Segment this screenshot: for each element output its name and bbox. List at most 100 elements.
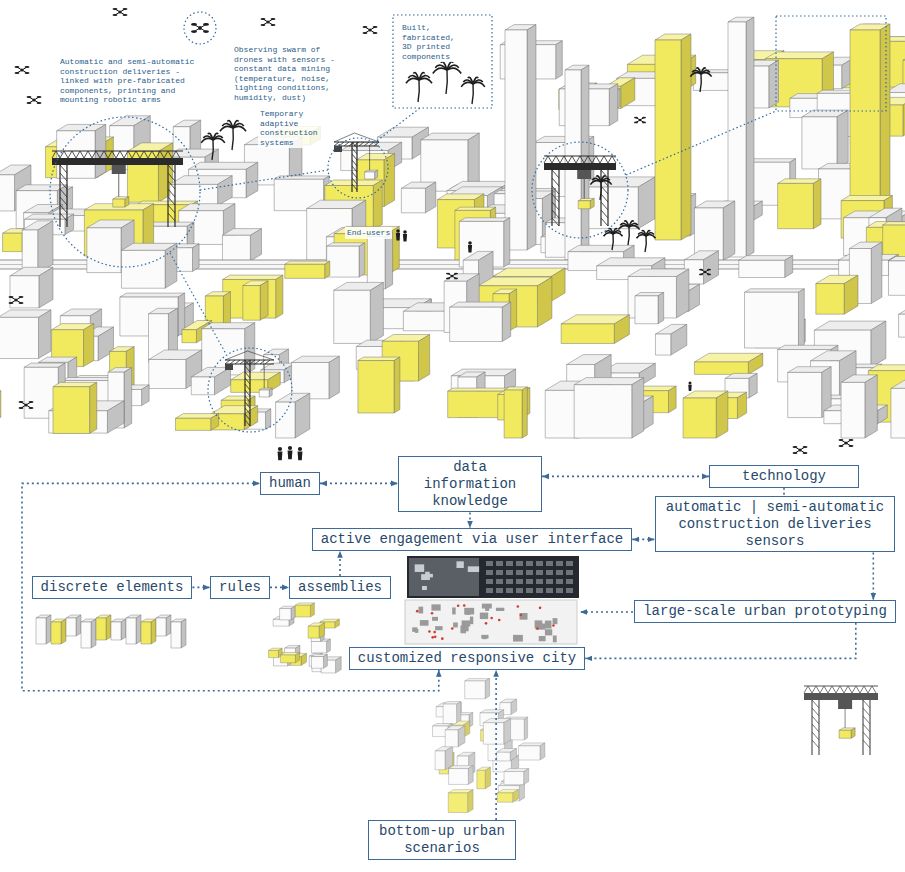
- drone-body: [704, 271, 707, 274]
- crane-strut: [29, 97, 39, 103]
- person-head: [288, 446, 292, 450]
- block-side: [310, 603, 314, 617]
- drone: [19, 401, 34, 409]
- white-block: [505, 25, 536, 250]
- palm-tree: [220, 120, 246, 150]
- block-front: [505, 30, 527, 250]
- person-figure: [468, 241, 472, 252]
- block-side: [798, 289, 804, 348]
- block-front: [57, 131, 95, 178]
- dotted-connector: [192, 587, 210, 589]
- crane-strut: [245, 384, 250, 390]
- block-side: [551, 268, 565, 302]
- block-side: [871, 321, 886, 367]
- drone-rotor: [849, 445, 854, 447]
- block-side: [165, 243, 177, 288]
- drone: [261, 18, 276, 26]
- person-body: [278, 451, 283, 460]
- crane-strut: [701, 270, 709, 275]
- person-head: [689, 382, 692, 385]
- block-top: [450, 302, 511, 307]
- person-figure: [688, 382, 692, 392]
- drone-rotor: [19, 401, 24, 403]
- crane-strut: [548, 156, 552, 163]
- block-side: [504, 719, 511, 745]
- crane-strut: [115, 9, 125, 15]
- block-side: [537, 277, 552, 327]
- crane-strut: [225, 360, 230, 364]
- block-side: [121, 619, 126, 640]
- plan-block: [435, 626, 442, 630]
- palm-frond: [233, 126, 246, 131]
- crane-strut: [868, 686, 872, 693]
- crane-strut: [144, 151, 148, 158]
- palm-frond: [629, 226, 640, 230]
- white-block: [327, 243, 365, 277]
- screen-tile: [516, 561, 523, 566]
- block-side: [785, 256, 793, 278]
- yellow-block: [141, 619, 156, 644]
- white-block: [259, 388, 272, 397]
- callout-circle: [328, 138, 388, 198]
- crane-strut: [148, 151, 152, 158]
- crane-strut: [60, 151, 64, 158]
- palm-frond: [473, 82, 485, 86]
- yellow-block: [448, 790, 473, 813]
- palm-frond: [613, 233, 623, 237]
- crane-strut: [352, 178, 357, 184]
- block-front: [53, 387, 90, 434]
- plan-dot: [428, 630, 431, 633]
- crane-strut: [701, 270, 709, 275]
- palm-frond: [227, 120, 233, 128]
- block-front: [802, 117, 837, 169]
- block-side: [716, 391, 728, 438]
- crane-strut: [608, 156, 612, 163]
- plan-dot: [463, 604, 466, 607]
- screen-tile: [566, 570, 573, 575]
- plan-block: [460, 626, 466, 634]
- palm-frond: [601, 181, 612, 185]
- screen-tile: [526, 579, 533, 584]
- drone-rotor: [839, 439, 844, 441]
- crane-strut: [552, 218, 559, 226]
- screen-tile: [566, 561, 573, 566]
- block-top: [889, 257, 905, 261]
- block-front: [450, 307, 502, 341]
- drone-rotor: [634, 117, 638, 119]
- drone-body: [14, 298, 17, 301]
- white-block: [276, 393, 310, 438]
- callout-circle: [532, 142, 628, 238]
- block-front: [788, 372, 822, 417]
- screen-tile: [496, 588, 503, 593]
- crane-strut: [812, 686, 816, 693]
- crane-strut: [601, 210, 608, 218]
- crane-strut: [552, 210, 559, 218]
- drone-rotor: [793, 452, 798, 454]
- person-body: [688, 385, 692, 391]
- plan-block: [536, 623, 546, 629]
- palm-frond: [441, 62, 447, 70]
- box-label: rules: [219, 579, 261, 596]
- box-label: automatic | semi-automatic construction …: [664, 499, 887, 549]
- crane-strut: [584, 156, 588, 163]
- plan-block: [431, 604, 440, 610]
- yellow-block: [497, 789, 518, 802]
- plan-block: [412, 627, 417, 631]
- crane-strut: [544, 156, 548, 163]
- plan-dot: [433, 631, 436, 634]
- process-box: assemblies: [289, 576, 391, 599]
- drone-rotor: [25, 72, 30, 74]
- crane-strut: [136, 151, 140, 158]
- crane-strut: [60, 205, 67, 213]
- box-label: large-scale urban prototyping: [643, 603, 887, 620]
- plan-dot: [457, 604, 460, 607]
- white-block: [565, 65, 589, 260]
- crane-counterweight: [225, 364, 233, 370]
- callout-circle: [50, 117, 200, 267]
- block-side: [39, 310, 52, 359]
- white-block: [126, 615, 141, 644]
- drone-rotor: [203, 30, 209, 33]
- box-label: human: [269, 475, 311, 492]
- drone-rotor: [363, 26, 368, 28]
